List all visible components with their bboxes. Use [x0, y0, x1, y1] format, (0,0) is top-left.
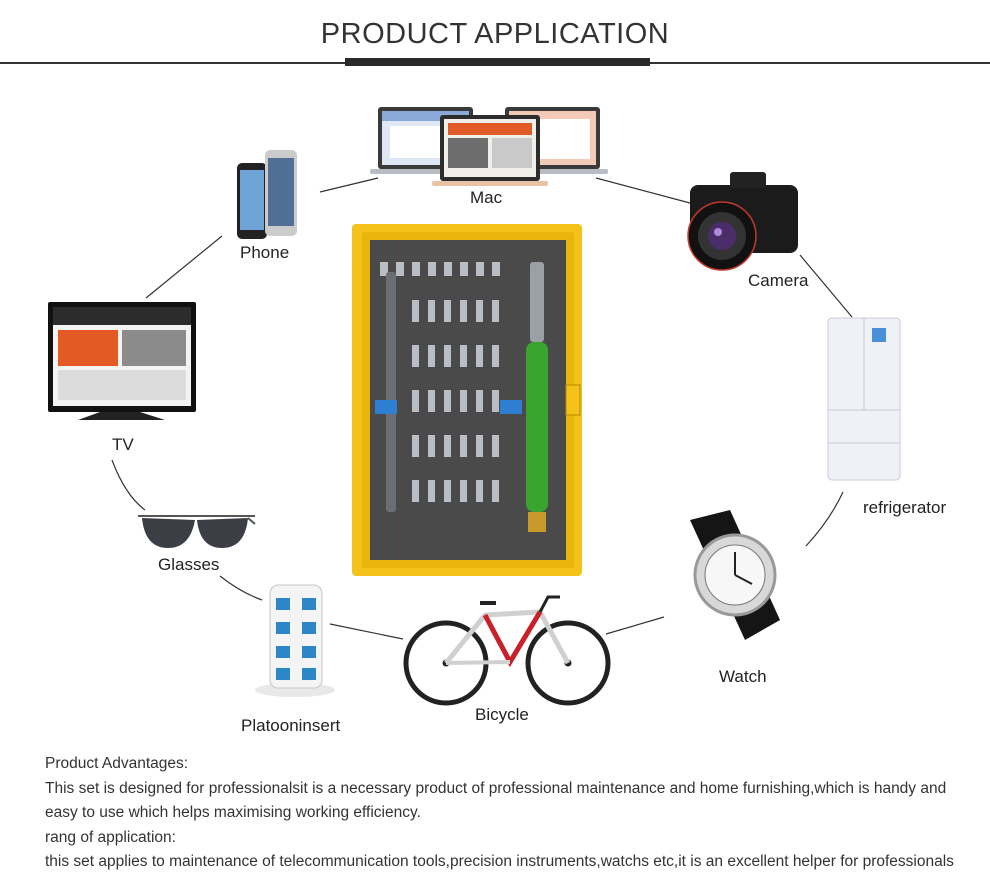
tv-label: TV [112, 435, 134, 454]
refrigerator-image [827, 317, 901, 481]
advantages-line-1: This set is designed for professionalsit… [45, 779, 947, 797]
advantages-heading: Product Advantages: [45, 755, 189, 772]
connector-lines [111, 177, 853, 640]
mac-image [370, 107, 608, 186]
glasses-label: Glasses [158, 555, 220, 574]
platooninsert-image [255, 584, 335, 697]
bicycle-label: Bicycle [475, 705, 529, 724]
product-advantages: Product Advantages: This set is designed… [45, 752, 975, 875]
screwdriver-kit-image [352, 224, 582, 576]
application-scope-heading: rang of application: [45, 828, 176, 846]
refrigerator-label: refrigerator [863, 498, 947, 517]
mac-label: Mac [470, 188, 503, 207]
phone-label: Phone [240, 243, 290, 262]
page-title: PRODUCT APPLICATION [320, 18, 670, 50]
camera-image [687, 172, 798, 271]
bicycle-image [403, 595, 611, 706]
platooninsert-label: Platooninsert [241, 716, 341, 735]
phone-image [237, 150, 297, 239]
application-scope-line: this set applies to maintenance of telec… [45, 853, 954, 870]
tv-image [48, 302, 196, 420]
header-accent-bar [345, 58, 650, 66]
glasses-image [138, 515, 256, 548]
watch-label: Watch [719, 667, 767, 686]
watch-image [690, 510, 780, 640]
advantages-line-2: easy to use which helps maximising worki… [45, 804, 421, 821]
camera-label: Camera [748, 271, 809, 290]
